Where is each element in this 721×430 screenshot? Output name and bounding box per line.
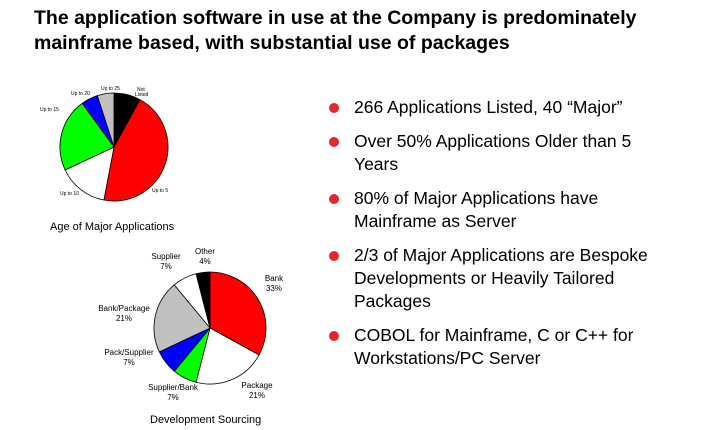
bullet-item: 266 Applications Listed, 40 “Major” [326,96,716,119]
bullet-item: COBOL for Mainframe, C or C++ for Workst… [326,324,716,370]
title-line-1: The application software in use at the C… [34,7,637,29]
bullet-text: Workstations/PC Server [354,348,541,368]
pie2-slice-bank-package [153,284,211,353]
bullet-text: COBOL for Mainframe, C or C++ for [354,325,634,345]
bullet-text: 2/3 of Major Applications are Bespoke [354,245,648,265]
pie1-label-up-to-20: Up to 20 [71,91,90,97]
bullet-text: Mainframe as Server [354,211,517,231]
bullet-text: 266 Applications Listed, 40 “Major” [354,97,623,117]
bullet-dot [329,194,339,204]
bullet-text: 80% of Major Applications have [354,188,599,208]
bullet-text: Over 50% Applications Older than 5 [354,131,632,151]
pie2-slice-package [195,327,260,385]
bullet-text: Developments or Heavily Tailored [354,268,615,288]
page-title: The application software in use at the C… [34,6,714,56]
pie1-slice-up-to-10 [64,146,115,201]
pie1-slice-up-to-15 [59,102,115,171]
bullet-item: Over 50% Applications Older than 5 Years [326,130,716,176]
bullet-list: 266 Applications Listed, 40 “Major” Over… [326,96,716,381]
pie2-slice-other [195,271,211,329]
bullet-item: 80% of Major Applications have Mainframe… [326,187,716,233]
bullet-dot [329,331,339,341]
bullet-dot [329,137,339,147]
bullet-dot [329,103,339,113]
bullet-dot [329,251,339,261]
pie2-slice-bank [209,271,267,356]
title-line-2: mainframe based, with substantial use of… [34,32,510,54]
pie1-label-up-to-25: Up to 25 [101,86,120,92]
pie1-label-up-to-5: Up to 5 [152,188,168,194]
bullet-item: 2/3 of Major Applications are Bespoke De… [326,244,716,313]
pie1-caption: Age of Major Applications [50,221,175,233]
pie2-caption: Development Sourcing [150,414,261,426]
bullet-text: Packages [354,291,431,311]
pie1-slice-up-to-5 [103,99,169,202]
pie1-slice-up-to-25 [96,92,115,148]
pie1-label-up-to-10: Up to 10 [60,191,79,197]
bullet-text: Years [354,154,399,174]
pie1-label-up-to-15: Up to 15 [40,107,59,113]
